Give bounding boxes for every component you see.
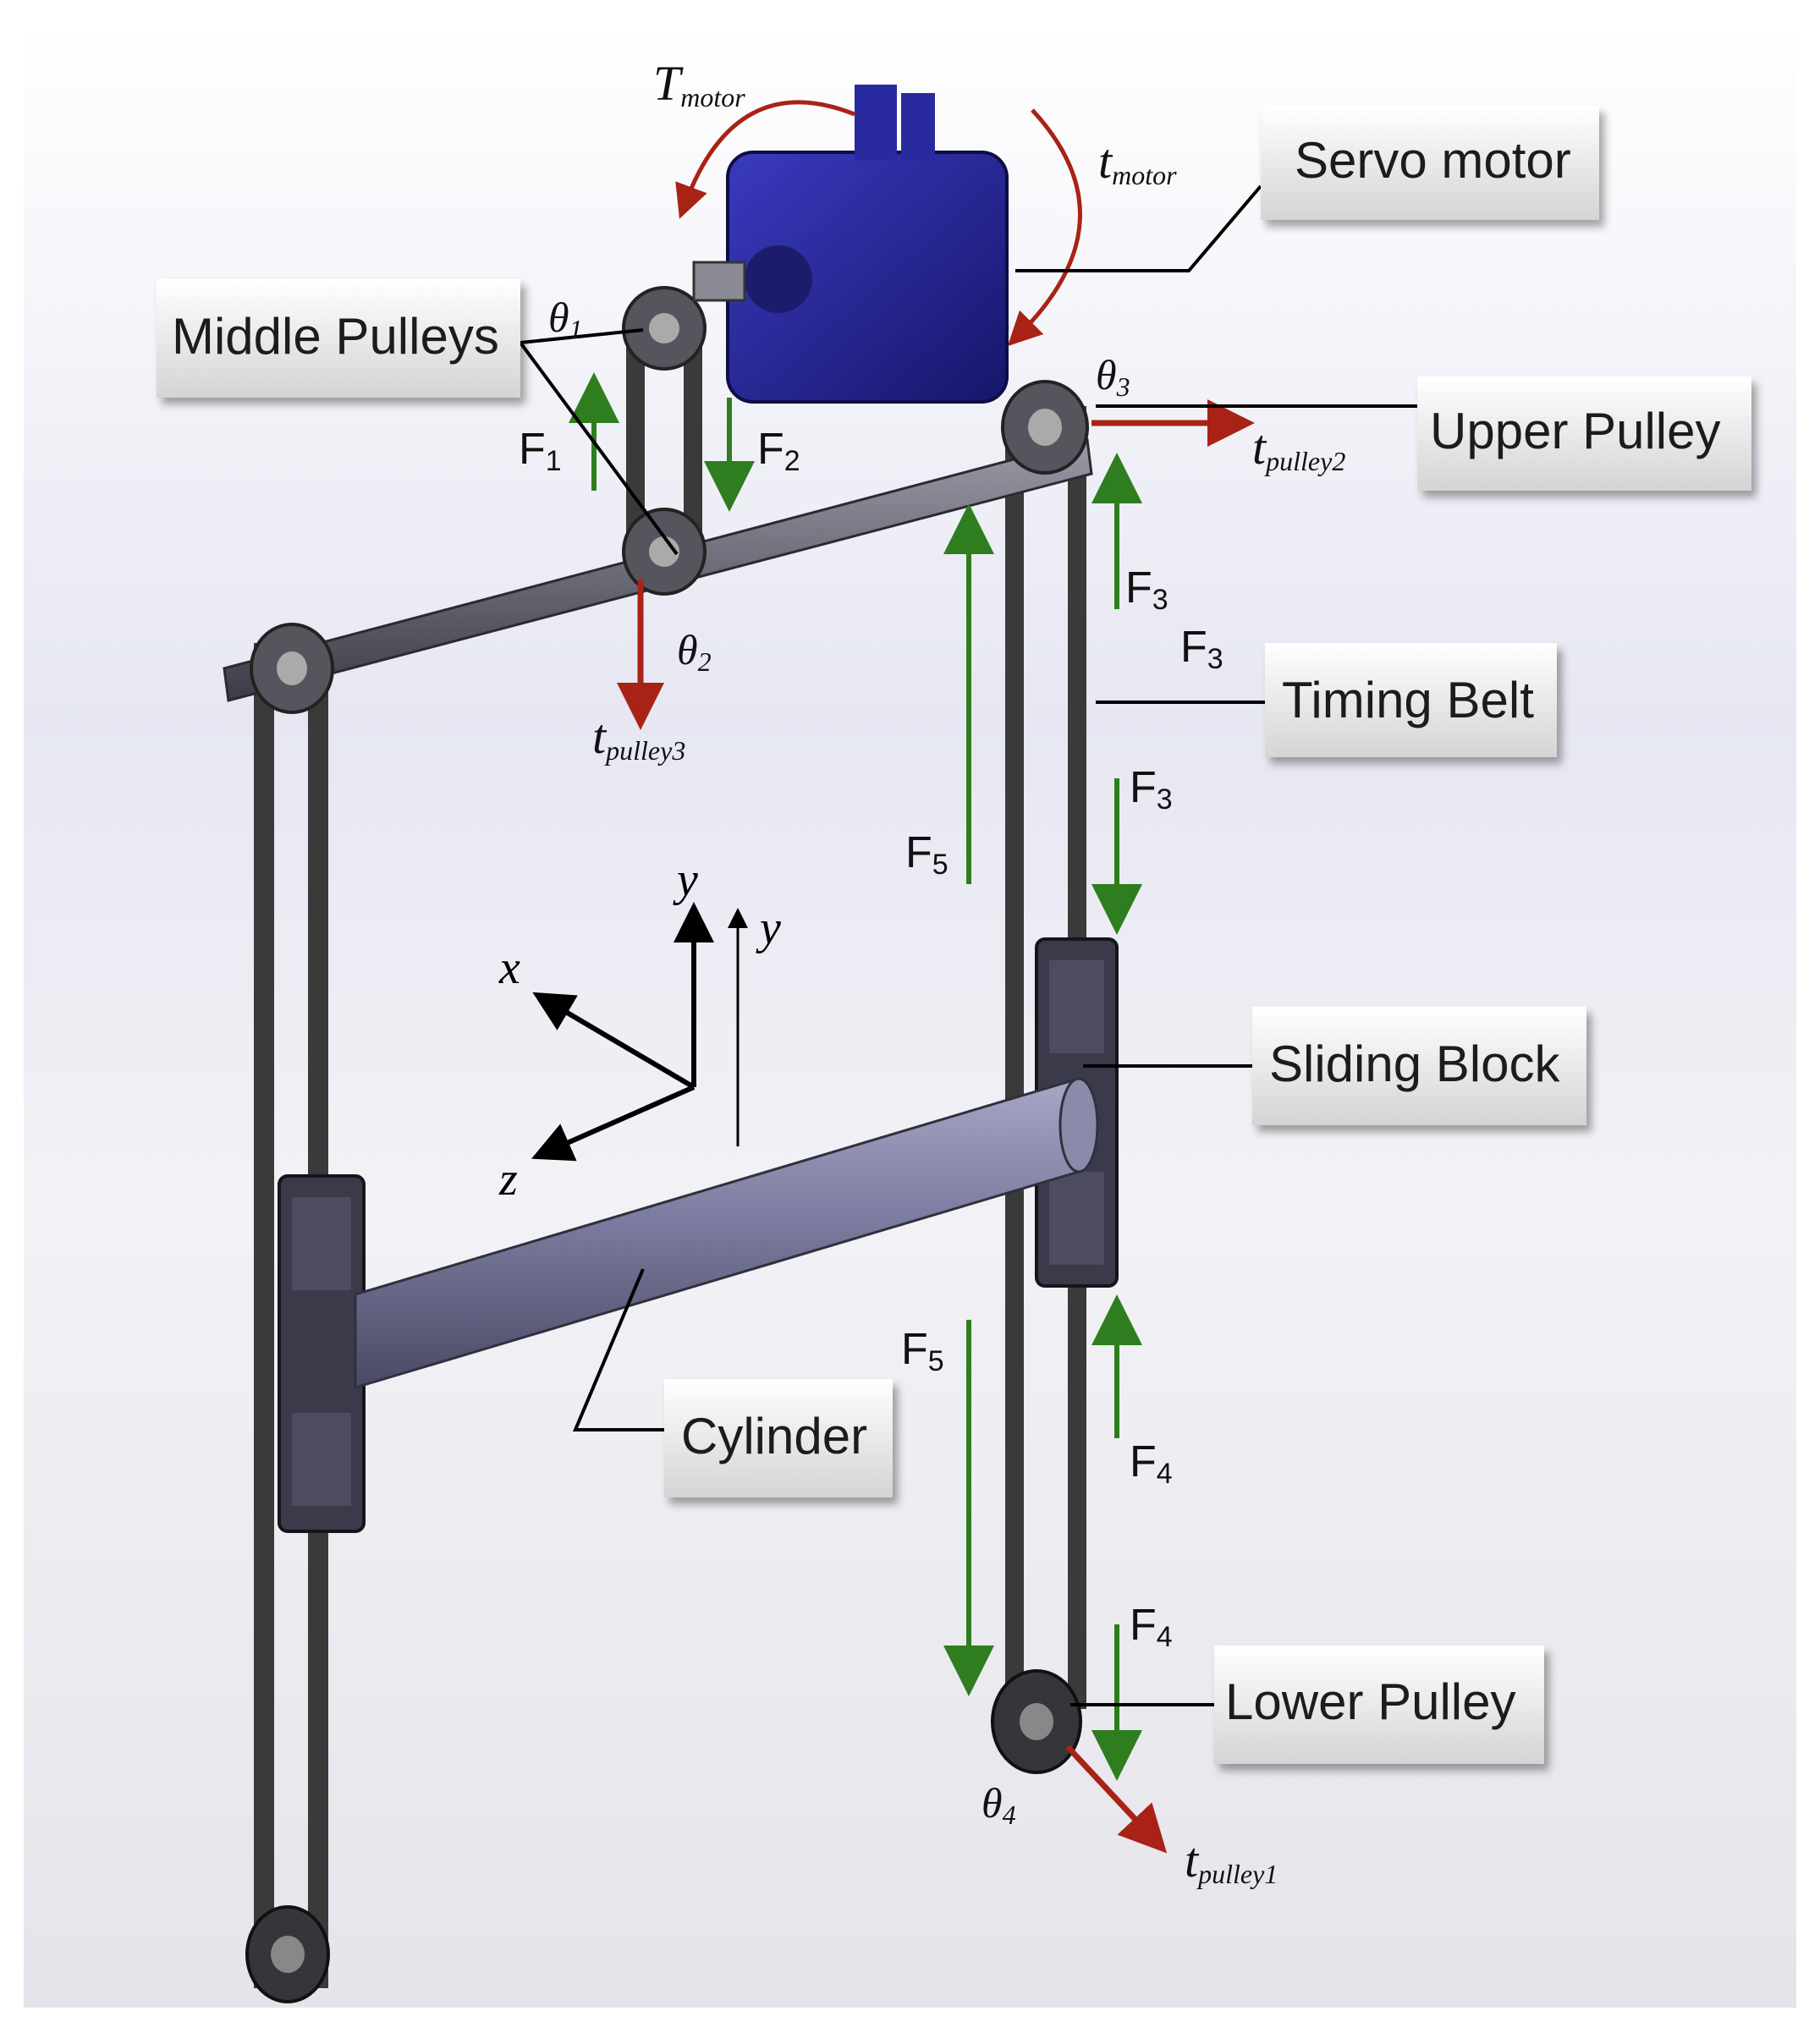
torque-label-T-motor: Tmotor [653, 56, 745, 113]
callout-upper-pulley-label: Upper Pulley [1430, 403, 1721, 459]
callout-middle-pulleys: Middle Pulleys [157, 279, 520, 398]
leader-lines [519, 184, 1426, 1706]
servo-motor [692, 85, 1009, 404]
callout-lower-pulley-label: Lower Pulley [1225, 1673, 1516, 1730]
angle-label-theta2: θ2 [677, 626, 712, 677]
force-label-F4-upper: F4 [1130, 1437, 1173, 1490]
angle-label-theta4: θ4 [981, 1779, 1016, 1830]
callout-lower-pulley: Lower Pulley [1214, 1646, 1544, 1764]
callout-middle-pulleys-label: Middle Pulleys [172, 308, 499, 365]
torque-label-t-pulley1: tpulley1 [1185, 1832, 1278, 1889]
axis-label-z: z [498, 1153, 518, 1206]
left-sliding-block [278, 1174, 366, 1533]
callout-sliding-block-label: Sliding Block [1269, 1036, 1561, 1092]
force-label-F1: F1 [519, 425, 562, 477]
callout-sliding-block: Sliding Block [1252, 1007, 1586, 1125]
force-label-F5-upper: F5 [905, 828, 948, 881]
force-label-F4-lower: F4 [1130, 1601, 1173, 1653]
force-label-F2: F2 [757, 425, 800, 477]
upper-pulley [1001, 380, 1089, 475]
torque-arrows [617, 100, 1255, 1854]
angle-label-theta1: θ1 [548, 294, 583, 344]
coordinate-axes: y y x z [498, 854, 781, 1206]
callout-cylinder-label: Cylinder [681, 1408, 867, 1464]
axis-label-y: y [673, 854, 698, 906]
callout-timing-belt: Timing Belt [1265, 643, 1557, 757]
cylinder [354, 1076, 1099, 1390]
angle-label-theta3: θ3 [1096, 351, 1130, 402]
middle-pulleys [622, 286, 707, 596]
left-lower-pulley [245, 1905, 330, 2003]
force-label-F3-upper: F3 [1125, 563, 1168, 616]
callout-servo-motor: Servo motor [1261, 106, 1599, 220]
force-label-F3-middle: F3 [1180, 623, 1223, 675]
callout-servo-motor-label: Servo motor [1295, 132, 1571, 189]
left-upper-pulley [250, 623, 334, 714]
callout-cylinder: Cylinder [664, 1379, 893, 1497]
callout-timing-belt-label: Timing Belt [1282, 672, 1534, 728]
force-label-F5-lower: F5 [901, 1325, 944, 1377]
force-arrows [569, 372, 1142, 1781]
callout-upper-pulley: Upper Pulley [1417, 376, 1751, 491]
lower-pulley [991, 1669, 1082, 1774]
force-label-F3-lower: F3 [1130, 763, 1173, 816]
torque-label-t-pulley2: tpulley2 [1252, 420, 1345, 476]
axis-label-x: x [498, 942, 520, 994]
torque-label-t-pulley3: tpulley3 [592, 709, 685, 766]
axis-label-y-secondary: y [756, 902, 781, 954]
torque-label-t-motor: tmotor [1098, 134, 1177, 190]
